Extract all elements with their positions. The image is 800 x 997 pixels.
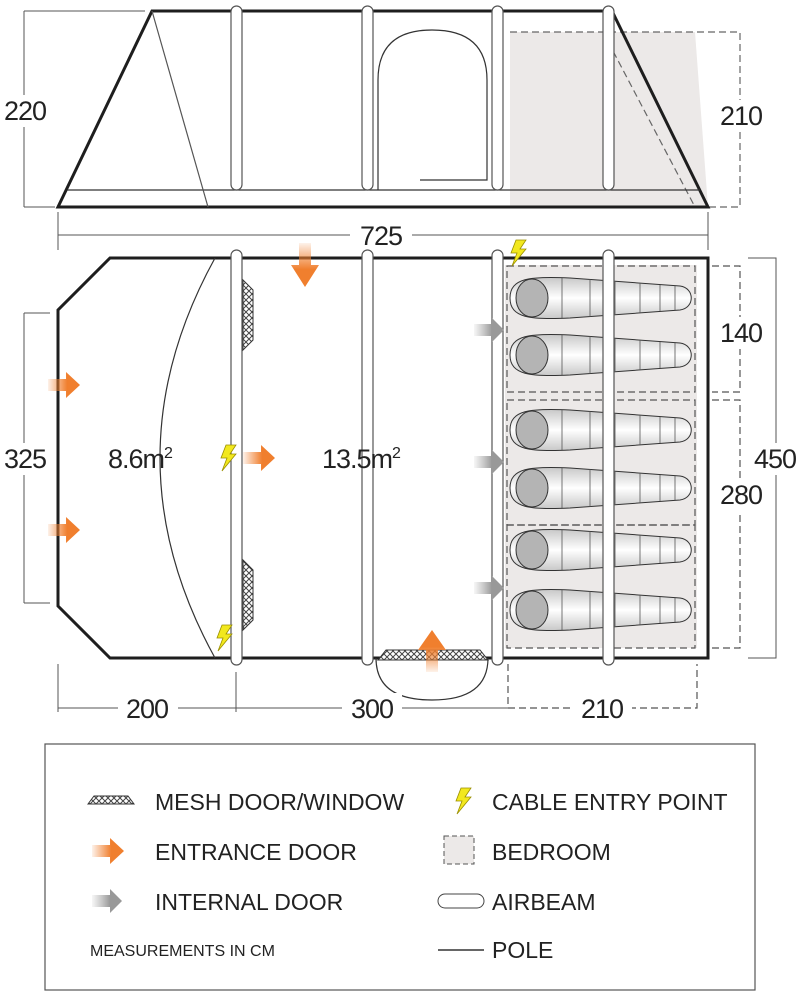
bedroom-icon (443, 835, 475, 865)
door-arch (377, 29, 488, 190)
bedroom-1 (506, 265, 696, 393)
height-dimension: 220 (4, 96, 46, 126)
airbeam (602, 5, 615, 191)
living-area: 13.5m2 (322, 444, 401, 474)
floor-plan: 8.6m2 13.5m2 325 450 140 280 200 300 210 (0, 239, 800, 725)
legend-cable-label: CABLE ENTRY POINT (492, 789, 728, 815)
airbeam (361, 5, 374, 191)
mesh-window (242, 278, 254, 352)
bedroom-3 (506, 524, 696, 649)
entrance-door-arrow (418, 630, 446, 672)
legend-pole-label: POLE (492, 937, 553, 963)
depth-dimension: 450 (754, 444, 796, 474)
width-dimension: 325 (4, 444, 46, 474)
airbeam-icon (437, 893, 485, 909)
legend-internal-label: INTERNAL DOOR (155, 889, 343, 915)
porch-length: 200 (126, 694, 168, 724)
bedroom1-depth: 140 (720, 318, 762, 348)
legend: MESH DOOR/WINDOW CABLE ENTRY POINT ENTRA… (44, 743, 756, 991)
entrance-door-arrow (48, 372, 80, 398)
legend-measurements-note: MEASUREMENTS IN CM (90, 943, 275, 960)
entrance-door-arrow (291, 243, 319, 287)
bedroom-length: 210 (581, 694, 623, 724)
length-dimension: 725 (360, 221, 402, 251)
cable-entry-icon (216, 624, 233, 652)
airbeam (602, 249, 615, 666)
porch-area: 8.6m2 (108, 444, 173, 474)
cable-entry-icon (510, 239, 527, 267)
legend-mesh-label: MESH DOOR/WINDOW (155, 789, 404, 815)
bedroom2-depth: 280 (720, 480, 762, 510)
tent-profile (55, 9, 711, 209)
airbeam (230, 5, 243, 191)
entrance-door-arrow (48, 517, 80, 543)
door-swing (375, 657, 489, 701)
living-length: 300 (351, 694, 393, 724)
mesh-window (242, 558, 254, 632)
legend-entrance-label: ENTRANCE DOOR (155, 839, 357, 865)
legend-airbeam-label: AIRBEAM (492, 889, 596, 915)
airbeam (491, 5, 504, 191)
entrance-door-arrow (243, 445, 275, 471)
mesh-icon (87, 795, 135, 805)
bedroom-height-dimension: 210 (720, 101, 762, 131)
airbeam (361, 249, 374, 666)
porch-pole (159, 257, 216, 659)
side-elevation: 220 210 725 (0, 5, 768, 252)
bedroom-area (505, 265, 697, 648)
legend-bedroom-label: BEDROOM (492, 839, 611, 865)
tent-outline (56, 256, 710, 660)
